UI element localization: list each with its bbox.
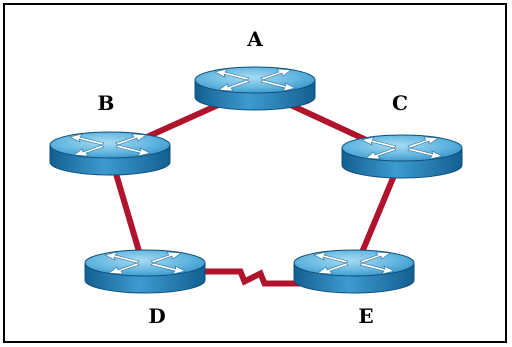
router-b-icon	[49, 131, 171, 176]
link-d-e	[145, 268, 354, 287]
node-label-d: D	[148, 304, 165, 328]
node-label-e: E	[358, 304, 373, 328]
diagram-frame	[3, 3, 507, 343]
router-e-icon	[293, 249, 415, 294]
router-c-icon	[341, 134, 463, 179]
router-d-icon	[84, 249, 206, 294]
routers-layer	[49, 66, 463, 294]
node-label-b: B	[98, 91, 115, 115]
router-a-icon	[194, 66, 316, 111]
node-label-c: C	[392, 91, 408, 115]
node-label-a: A	[246, 27, 263, 51]
